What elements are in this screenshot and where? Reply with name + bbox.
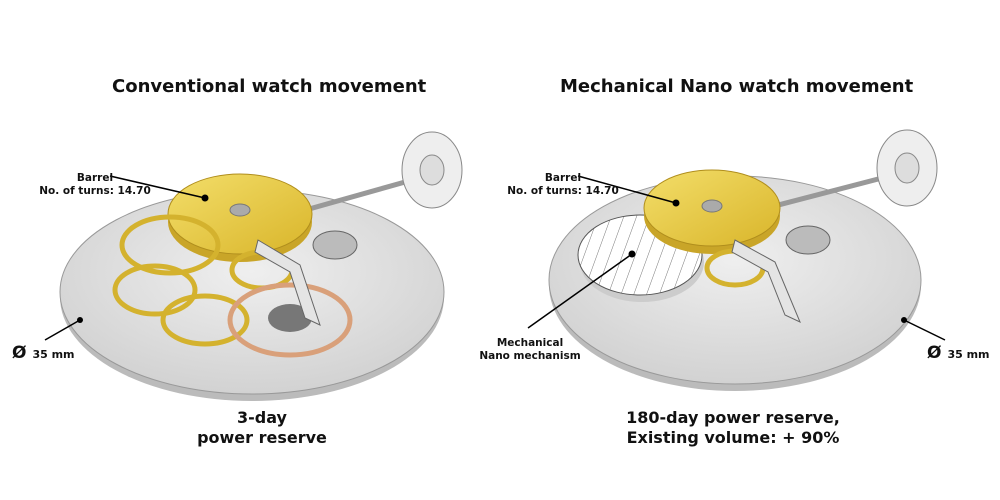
reserve-line2: power reserve — [197, 428, 327, 447]
diameter-value: 35 mm — [947, 348, 990, 361]
nano-label-line1: Mechanical — [496, 337, 564, 349]
diameter-symbol: Ø — [927, 343, 942, 363]
left-crown — [401, 131, 463, 209]
left-title: Conventional watch movement — [112, 76, 427, 97]
nano-label: Mechanical Nano mechanism — [460, 337, 600, 363]
barrel-label: Barrel — [76, 172, 114, 184]
left-reserve: 3-day power reserve — [162, 408, 362, 448]
reserve-line1: 3-day — [237, 408, 287, 427]
barrel-label: Barrel — [544, 172, 582, 184]
nano-movement — [527, 129, 946, 391]
reserve-line2: Existing volume: + 90% — [626, 428, 840, 447]
right-crown — [876, 129, 938, 207]
nano-label-line2: Nano mechanism — [479, 350, 581, 362]
left-diameter: Ø 35 mm — [12, 343, 75, 363]
right-diameter: Ø 35 mm — [927, 343, 990, 363]
turns-label: No. of turns: 14.70 — [39, 185, 151, 197]
diameter-symbol: Ø — [12, 343, 27, 363]
right-barrel-label: Barrel No. of turns: 14.70 — [488, 172, 638, 198]
turns-label: No. of turns: 14.70 — [507, 185, 619, 197]
conventional-movement — [44, 131, 463, 401]
left-barrel-label: Barrel No. of turns: 14.70 — [20, 172, 170, 198]
right-reserve: 180-day power reserve, Existing volume: … — [600, 408, 866, 448]
reserve-line1: 180-day power reserve, — [626, 408, 840, 427]
right-title: Mechanical Nano watch movement — [560, 76, 914, 97]
diameter-value: 35 mm — [32, 348, 75, 361]
